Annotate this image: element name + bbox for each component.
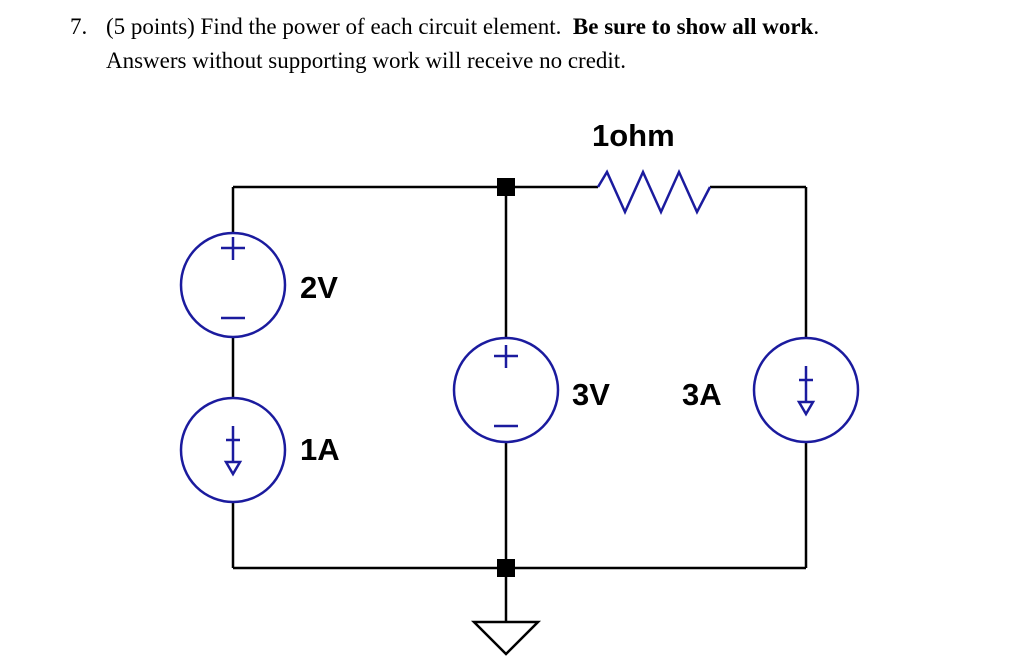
- question-text: 7. (5 points) Find the power of each circ…: [70, 10, 990, 78]
- arrow-head-icon: [223, 460, 243, 477]
- node-icon: [497, 559, 515, 577]
- voltage-source-icon: [179, 231, 287, 339]
- question-period: .: [813, 14, 820, 39]
- resistor-icon: [596, 168, 712, 216]
- current-source-left: [179, 396, 287, 504]
- voltage-source-icon: [452, 336, 560, 444]
- current-source-icon: [752, 336, 860, 444]
- resistor-label: 1ohm: [592, 118, 675, 153]
- circuit-wires: [231, 185, 808, 622]
- question-emphasis: Be sure to show all work: [572, 14, 814, 39]
- node-icon: [497, 178, 515, 196]
- current-source-right: [752, 336, 860, 444]
- question-note: Answers without supporting work will rec…: [106, 48, 626, 73]
- voltage-source-middle: [452, 336, 560, 444]
- ground-icon: [470, 620, 542, 656]
- voltage-source-left: [179, 231, 287, 339]
- voltage-source-middle-label: 3V: [572, 377, 610, 412]
- current-source-left-label: 1A: [300, 432, 340, 467]
- current-source-right-label: 3A: [682, 377, 722, 412]
- question-number: 7.: [70, 14, 88, 39]
- current-source-icon: [179, 396, 287, 504]
- arrow-head-icon: [796, 400, 816, 417]
- voltage-source-left-label: 2V: [300, 270, 338, 305]
- question-intro: (5 points) Find the power of each circui…: [106, 14, 562, 39]
